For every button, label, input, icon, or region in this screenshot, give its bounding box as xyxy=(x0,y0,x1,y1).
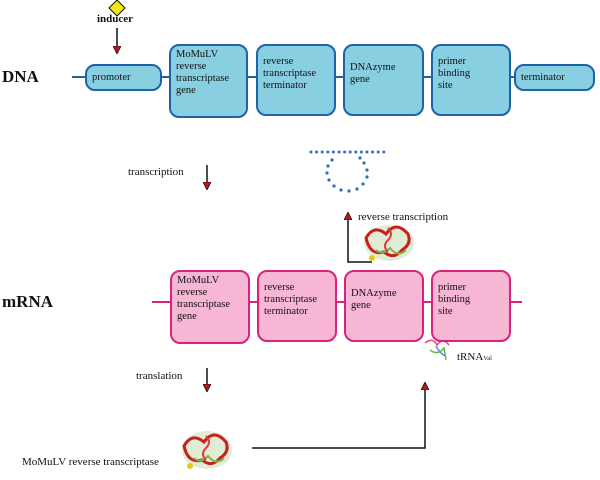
dna-terminator-label: terminator xyxy=(521,71,565,83)
reverse-transcriptase-protein-icon xyxy=(364,225,414,261)
dnazyme-structure-icon xyxy=(309,150,386,193)
dnazyme-stem-dot xyxy=(309,150,313,154)
dna-row-label: DNA xyxy=(2,67,39,86)
dna-primer-binding-site-box: primer binding site xyxy=(431,44,511,116)
enzyme-caption: MoMuLV reverse transcriptase xyxy=(22,456,159,468)
dna-terminator-box: terminator xyxy=(514,64,595,91)
dnazyme-stem-dot xyxy=(348,150,352,154)
dnazyme-stem-dot xyxy=(315,150,319,154)
trna-icon xyxy=(424,339,450,361)
mrna-primer-binding-site-box: primer binding site xyxy=(431,270,511,342)
mrna-rt-terminator-box: reverse transcriptase terminator xyxy=(257,270,337,342)
dnazyme-stem-dot xyxy=(382,150,386,154)
dna-promoter-box: promoter xyxy=(85,64,162,91)
mrna-dnazyme-gene-box: DNAzyme gene xyxy=(344,270,424,342)
reverse-transcription-caption: reverse transcription xyxy=(358,211,449,223)
trna-caption: tRNAVal xyxy=(457,351,492,363)
dnazyme-stem-dot xyxy=(331,150,335,154)
transcription-caption: transcription xyxy=(128,166,184,178)
dnazyme-stem-dot xyxy=(376,150,380,154)
dnazyme-stem-dot xyxy=(365,150,369,154)
dnazyme-stem-dot xyxy=(337,150,341,154)
mrna-row-label: mRNA xyxy=(2,292,53,311)
reverse-transcription-arrow xyxy=(348,216,372,263)
inducer-diamond-icon xyxy=(108,0,126,17)
dnazyme-stem-dot xyxy=(326,150,330,154)
translation-caption: translation xyxy=(136,370,183,382)
trna-label: tRNA xyxy=(457,351,484,363)
enzyme-protein-icon xyxy=(182,431,232,469)
dnazyme-stem-dot xyxy=(354,150,358,154)
dnazyme-stem-dot xyxy=(343,150,347,154)
dnazyme-stem-dot xyxy=(371,150,375,154)
dna-momulv-gene-box: MoMuLV reverse transcriptase gene xyxy=(169,44,248,118)
mrna-momulv-gene-box: MoMuLV reverse transcriptase gene xyxy=(170,270,250,344)
trna-delivery-arrow xyxy=(252,386,425,449)
dna-promoter-label: promoter xyxy=(92,71,131,83)
dnazyme-stem-dot xyxy=(320,150,324,154)
dna-rt-terminator-box: reverse transcriptase terminator xyxy=(256,44,336,116)
inducer-label: inducer xyxy=(97,13,134,25)
dnazyme-stem-dot xyxy=(359,150,363,154)
dna-dnazyme-gene-box: DNAzyme gene xyxy=(343,44,424,116)
trna-subscript: Val xyxy=(483,355,492,362)
